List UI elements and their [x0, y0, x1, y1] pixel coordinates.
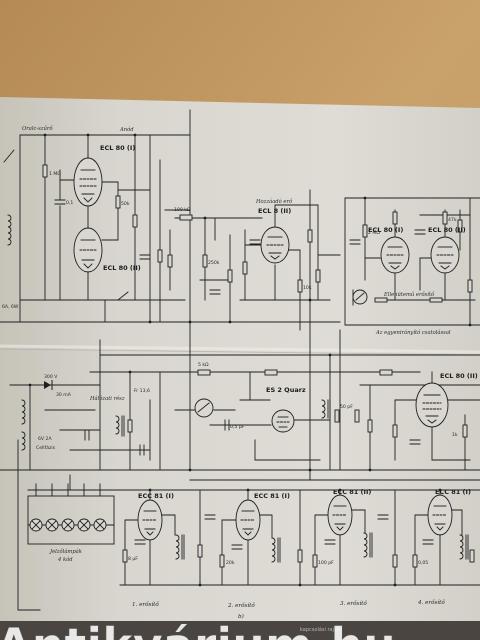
component-value: 50 pF — [340, 404, 353, 410]
label-supply-cell: Cellfázis — [36, 444, 56, 451]
label-adder: Hozzáadó erő — [255, 198, 293, 205]
component-value: 50k — [121, 201, 130, 207]
lamp-icon — [29, 518, 43, 532]
coil-filter — [321, 399, 331, 419]
label-tube-stage2: ECC 81 (I) — [254, 492, 290, 500]
label-stage-4: 4. erősítő — [417, 599, 445, 606]
watermark: Antikvárium.hu — [0, 618, 396, 640]
label-tube-ecl80-ii-mid: ECL 80 (II) — [440, 372, 478, 380]
vacuum-tube-ecc81-stage3 — [327, 494, 353, 536]
coils — [7, 214, 469, 563]
lamp-icon — [93, 518, 107, 532]
coil-stage-4 — [459, 534, 469, 560]
component-value: 0,5 μF — [230, 424, 245, 430]
capacitors — [54, 199, 434, 550]
label-anode: Anód — [119, 126, 134, 133]
label-stage-3: 3. erősítő — [340, 600, 367, 607]
label-stage-2: 2. erősítő — [227, 602, 255, 609]
component-value: 47k — [448, 217, 457, 223]
coil-power-secondary — [21, 431, 26, 451]
coil-stage-3 — [363, 532, 373, 558]
component-value: 20k — [226, 560, 235, 566]
resistors — [42, 164, 475, 568]
component-value: 2 MΩ — [368, 230, 380, 236]
label-tube-ecl80-i: ECL 80 (I) — [100, 144, 135, 152]
label-tube-stage1: ECC 81 (I) — [138, 492, 174, 500]
coil-stage-1 — [175, 534, 185, 560]
label-supply-left: 6A, 6W — [2, 304, 19, 310]
label-supply-heater: 6V 2A — [38, 436, 52, 442]
label-tube-stage3: ECC 81 (II) — [333, 488, 371, 496]
vacuum-tube-right-ii — [430, 236, 460, 274]
bottom-shadow-strip — [0, 621, 480, 640]
component-value: 100 pF — [318, 560, 334, 566]
label-tube-stage4: ECC 81 (I) — [435, 488, 471, 496]
fold-crease-shadow — [0, 348, 480, 356]
label-lamps: Jelzőlámpák — [49, 548, 82, 555]
label-tube-right-i: ECL 80 (I) — [368, 226, 403, 234]
meter-icon — [194, 289, 368, 418]
label-supply-fr: Fr 13,6 — [134, 388, 150, 394]
component-value: 1 MΩ — [49, 171, 61, 177]
vacuum-tube-ecc81-stage2 — [235, 499, 261, 541]
vacuum-tube-es2 — [271, 409, 295, 433]
label-pushpull: Ellenütemű erősítő — [383, 291, 435, 298]
component-value: 100 kΩ — [174, 207, 191, 213]
component-value: 0,05 — [418, 560, 428, 566]
label-lamps-sub: 4 kód — [57, 556, 73, 563]
label-tube-ecl8-ii: ECL 8 (II) — [258, 207, 291, 215]
label-tube-ecl80-ii: ECL 80 (II) — [103, 264, 141, 272]
coil-input — [7, 214, 12, 246]
component-value: 0,1 — [66, 200, 73, 206]
lamp-icon — [77, 518, 91, 532]
vacuum-tube-ecl80-ii — [73, 227, 103, 273]
vacuum-tube-ecl80-ii-mid — [415, 382, 449, 428]
vacuum-tube-ecl80-i — [73, 157, 103, 207]
vacuum-tube-right-i — [380, 236, 410, 274]
lamp-icon — [45, 518, 59, 532]
vacuum-tube-ecl8-ii — [260, 226, 290, 264]
coil-power-primary — [21, 399, 26, 425]
label-filter: Oralc-szűrő — [22, 125, 53, 132]
coil-stage-2 — [271, 537, 281, 563]
figure-label: b) — [238, 613, 244, 620]
junction-dots — [28, 133, 472, 587]
figure-caption: kapcsolási rajza — [300, 626, 340, 633]
component-value: 5 kΩ — [198, 362, 209, 368]
label-supply-current: 30 mA — [56, 392, 72, 398]
component-value: 250k — [208, 260, 220, 266]
component-value: 1k — [452, 432, 458, 438]
paper-sheet — [0, 97, 480, 623]
label-stage-1: 1. erősítő — [132, 601, 159, 608]
component-value: 8 μF — [128, 556, 138, 562]
component-value: 10k — [303, 285, 312, 291]
vacuum-tube-ecc81-stage4 — [427, 494, 453, 536]
lamp-icon — [61, 518, 75, 532]
label-supply-voltage: 300 V — [44, 374, 58, 380]
label-tube-right-ii: ECL 80 (II) — [428, 226, 466, 234]
signal-lamp-panel — [27, 495, 115, 545]
label-tube-es2: ES 2 Quarz — [266, 386, 306, 394]
label-power: Hálózati rész — [89, 395, 125, 402]
fold-crease — [0, 344, 480, 354]
label-coupling: Az egyenirányító csatolással — [375, 329, 451, 336]
coil-power-transformer — [115, 415, 125, 437]
vacuum-tube-ecc81-stage1 — [137, 499, 163, 541]
rectifier-diode-icon — [44, 380, 53, 390]
